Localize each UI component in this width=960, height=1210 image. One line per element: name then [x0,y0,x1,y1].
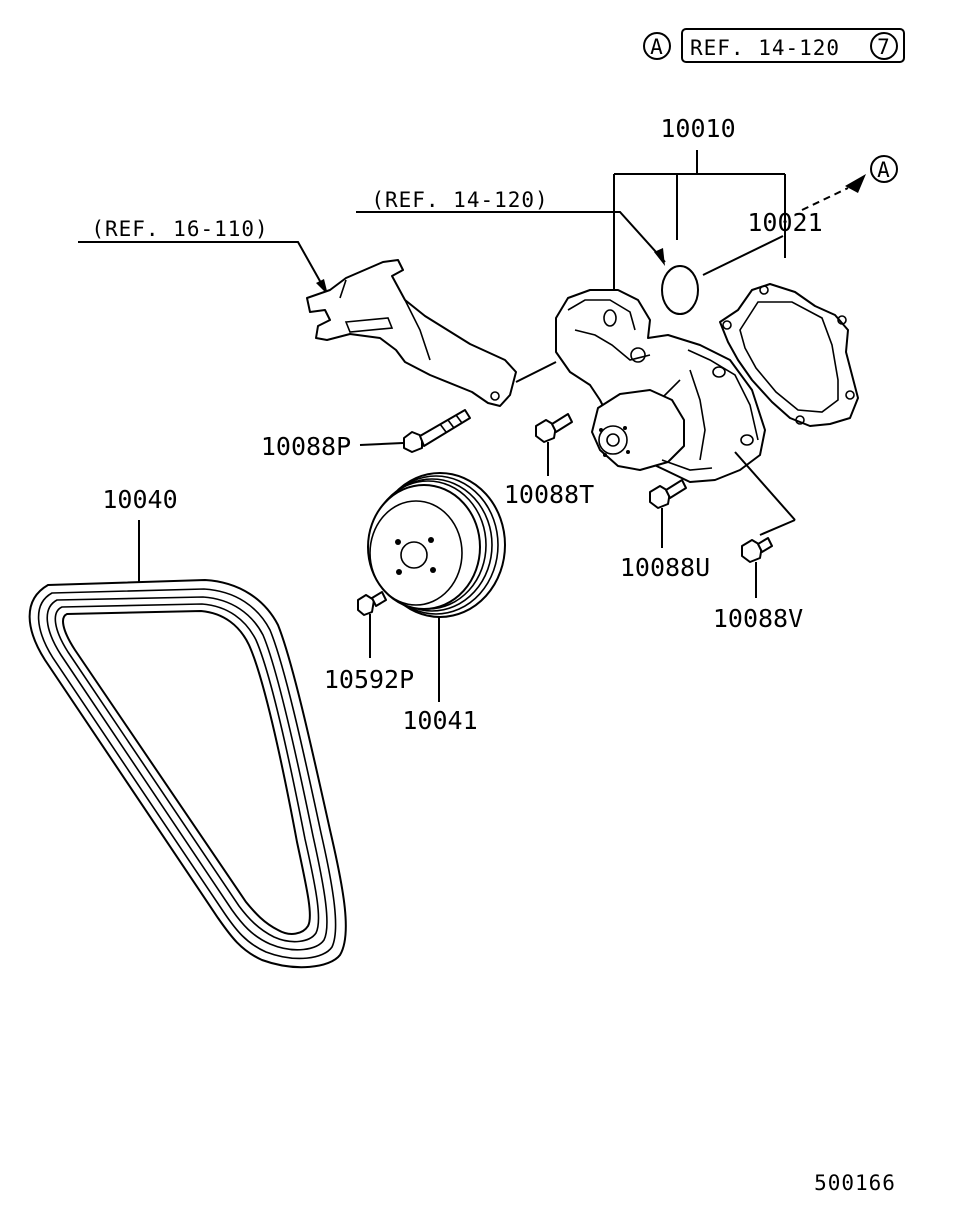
leader-10021 [702,235,784,276]
bolt-10088T[interactable] [535,413,573,443]
bolt-10592P[interactable] [357,591,387,616]
engine-bracket[interactable] [306,259,557,407]
leader-10088P [359,442,404,446]
gasket[interactable] [719,283,859,427]
label-10041[interactable]: 10041 [402,706,477,735]
leader-ref-water-pump [356,211,666,266]
leader-10010 [613,150,786,292]
a-marker-arrow [845,174,866,193]
ref-box[interactable]: A REF. 14-120 7 [643,28,905,63]
diagram-id: 500166 [814,1171,896,1195]
a-marker-circle [870,155,898,183]
a-marker-dashed-line [801,187,849,211]
ref-bracket-label[interactable]: (REF. 16-110) [91,217,268,241]
ref-circle-num [870,32,898,60]
label-10088P[interactable]: 10088P [261,432,351,461]
bolt-10088U[interactable] [649,479,687,509]
pulley[interactable] [367,472,506,618]
label-10592P[interactable]: 10592P [324,665,414,694]
label-10040[interactable]: 10040 [102,485,177,514]
bolt-10088V[interactable] [741,537,773,563]
leader-ref-bracket [78,241,328,295]
ref-box-frame [681,28,905,63]
ref-water-pump-label[interactable]: (REF. 14-120) [371,188,548,212]
ref-circle-a-label: A [650,35,664,59]
label-10088U[interactable]: 10088U [620,553,710,582]
a-marker-label: A [877,158,891,182]
ref-box-text: REF. 14-120 [690,36,840,60]
a-marker[interactable]: A [801,155,898,211]
label-10021[interactable]: 10021 [747,208,822,237]
label-10010[interactable]: 10010 [660,114,735,143]
drive-belt[interactable] [28,578,347,969]
o-ring[interactable] [661,265,699,315]
ref-circle-num-label: 7 [877,35,891,59]
ref-circle-a [643,32,671,60]
bolt-10088P[interactable] [403,409,471,453]
water-pump[interactable] [555,289,796,536]
label-10088T[interactable]: 10088T [504,480,594,509]
label-10088V[interactable]: 10088V [713,604,803,633]
